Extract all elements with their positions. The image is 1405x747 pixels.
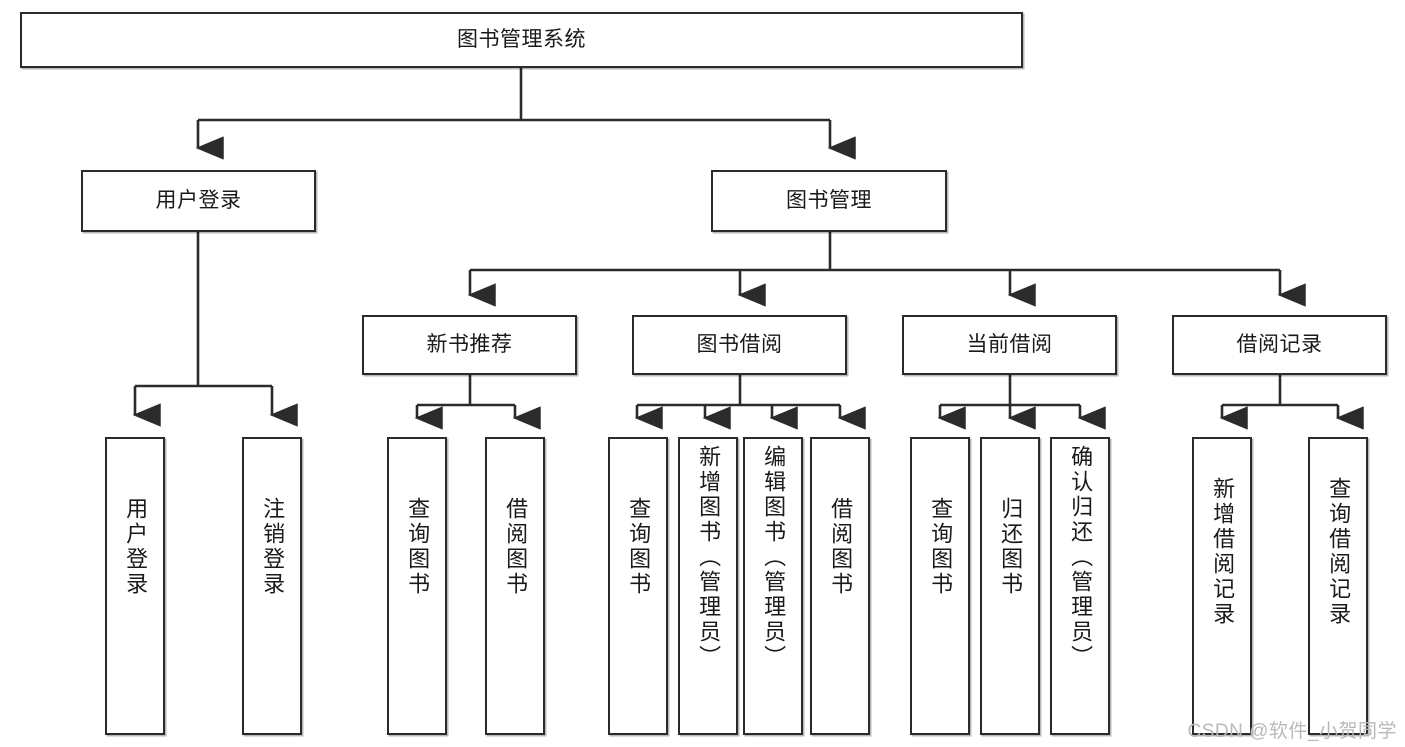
leaf-add-book-admin[interactable]: 新增图书（管理员）: [678, 437, 738, 735]
leaf-query-book-current-label: 查询图书: [928, 497, 954, 597]
leaf-query-book-borrow-label: 查询图书: [626, 497, 652, 597]
node-book-management[interactable]: 图书管理: [711, 170, 947, 232]
node-new-book-recommend[interactable]: 新书推荐: [362, 315, 577, 375]
leaf-borrow-book-recommend-label: 借阅图书: [503, 497, 529, 597]
leaf-logout-label: 注销登录: [260, 497, 286, 597]
leaf-logout[interactable]: 注销登录: [242, 437, 302, 735]
node-current-borrow[interactable]: 当前借阅: [902, 315, 1117, 375]
leaf-query-borrow-record[interactable]: 查询借阅记录: [1308, 437, 1368, 735]
leaf-query-book-current[interactable]: 查询图书: [910, 437, 970, 735]
node-borrow-record[interactable]: 借阅记录: [1172, 315, 1387, 375]
leaf-add-borrow-record-label: 新增借阅记录: [1210, 477, 1236, 627]
leaf-query-book-recommend-label: 查询图书: [405, 497, 431, 597]
leaf-return-book[interactable]: 归还图书: [980, 437, 1040, 735]
leaf-add-borrow-record[interactable]: 新增借阅记录: [1192, 437, 1252, 735]
leaf-query-book-recommend[interactable]: 查询图书: [387, 437, 447, 735]
node-book-borrow-label: 图书借阅: [696, 332, 783, 356]
node-book-borrow[interactable]: 图书借阅: [632, 315, 847, 375]
leaf-user-login[interactable]: 用户登录: [105, 437, 165, 735]
node-user-login-label: 用户登录: [155, 188, 242, 212]
node-new-book-recommend-label: 新书推荐: [426, 332, 513, 356]
node-user-login[interactable]: 用户登录: [81, 170, 316, 232]
leaf-edit-book-admin[interactable]: 编辑图书（管理员）: [743, 437, 803, 735]
csdn-watermark: CSDN @软件_小贺同学: [1187, 721, 1397, 742]
node-book-management-label: 图书管理: [786, 188, 872, 212]
leaf-query-book-borrow[interactable]: 查询图书: [608, 437, 668, 735]
leaf-add-book-admin-label: 新增图书（管理员）: [696, 445, 722, 670]
node-borrow-record-label: 借阅记录: [1236, 332, 1323, 356]
leaf-user-login-label: 用户登录: [123, 497, 149, 597]
leaf-confirm-return-admin[interactable]: 确认归还（管理员）: [1050, 437, 1110, 735]
node-root-system-label: 图书管理系统: [457, 27, 586, 51]
leaf-confirm-return-admin-label: 确认归还（管理员）: [1068, 445, 1094, 670]
leaf-query-borrow-record-label: 查询借阅记录: [1326, 477, 1352, 627]
leaf-return-book-label: 归还图书: [998, 497, 1024, 597]
leaf-borrow-book-recommend[interactable]: 借阅图书: [485, 437, 545, 735]
leaf-edit-book-admin-label: 编辑图书（管理员）: [761, 445, 787, 670]
leaf-borrow-book-borrow[interactable]: 借阅图书: [810, 437, 870, 735]
node-current-borrow-label: 当前借阅: [966, 332, 1053, 356]
leaf-borrow-book-borrow-label: 借阅图书: [828, 497, 854, 597]
node-root-system[interactable]: 图书管理系统: [20, 12, 1023, 68]
